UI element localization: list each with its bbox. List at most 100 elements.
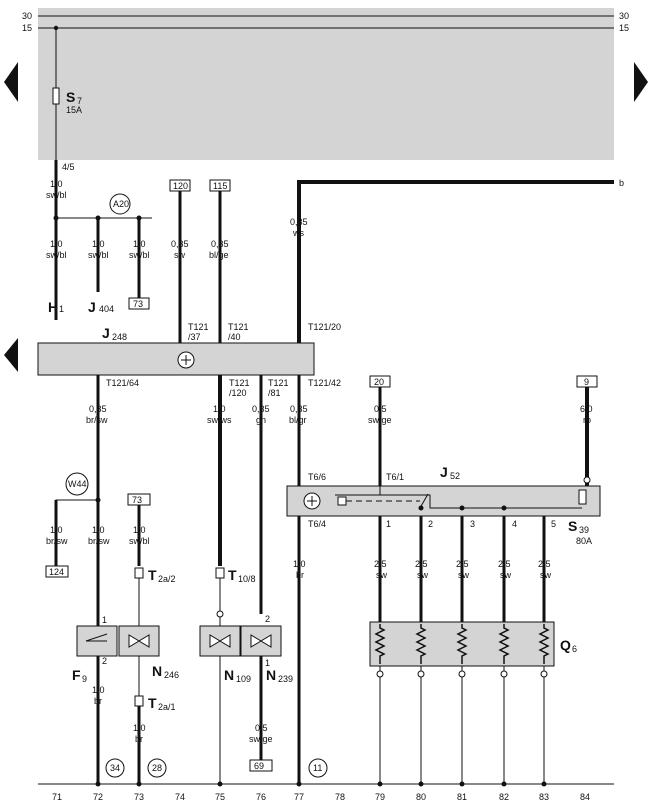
grid-78: 78 (335, 792, 345, 802)
prev-page-arrow-icon[interactable] (4, 62, 18, 102)
n246-conn1-sub: 2a/2 (158, 574, 176, 584)
j52-sub: 52 (450, 471, 460, 481)
grid-75: 75 (215, 792, 225, 802)
s39-name: S (568, 518, 577, 534)
grid-77: 77 (294, 792, 304, 802)
w120-color: sw (174, 250, 186, 260)
next-page-arrow-icon[interactable] (634, 62, 648, 102)
ref73-box: 73 (133, 299, 143, 309)
plug-3-pin: 3 (470, 519, 475, 529)
n239-size2: 0,5 (255, 723, 268, 733)
plug-3-size: 2,5 (456, 559, 469, 569)
top-wire-color: sw/bl (46, 190, 67, 200)
h1-sub: 1 (59, 304, 64, 314)
n246-conn2: T (148, 695, 157, 711)
f9-size2: 1,0 (92, 685, 105, 695)
t81-size: 0,35 (252, 404, 270, 414)
j404-size: 1,0 (92, 239, 105, 249)
t120-size: 1,0 (213, 404, 226, 414)
t42-size: 0,35 (290, 404, 308, 414)
grid-84: 84 (580, 792, 590, 802)
j248-continue-arrow-icon (4, 338, 18, 372)
f9-label: F (72, 667, 81, 683)
h1-size: 1,0 (50, 239, 63, 249)
w115-box: 115 (213, 181, 227, 191)
w44-color: br/sw (46, 536, 68, 546)
w44-size: 1,0 (50, 525, 63, 535)
plug-5-pin: 5 (551, 519, 556, 529)
j52-ref: 11 (313, 763, 322, 773)
splice-w44-label: W44 (68, 479, 87, 489)
rail-30-left: 30 (22, 11, 32, 21)
grid-83: 83 (539, 792, 549, 802)
splice-w44 (65, 472, 89, 496)
plug-3: 3 2,5 sw (456, 516, 475, 622)
t120-color: sw/ws (207, 415, 232, 425)
ws-pin: T121/20 (308, 322, 341, 332)
n239-pin1: 1 (265, 658, 270, 668)
j404-sub: 404 (99, 304, 114, 314)
j404-color: sw/bl (88, 250, 109, 260)
plug-1-pin: 1 (386, 519, 391, 529)
f9-pin2: 2 (102, 656, 107, 666)
n246-color2: br (135, 734, 143, 744)
fuse-panel (38, 8, 614, 160)
plug-1-size: 2,5 (374, 559, 387, 569)
w115-color: bl/ge (209, 250, 229, 260)
plug-2: 2 2,5 sw (415, 516, 433, 622)
grid-72: 72 (93, 792, 103, 802)
fuse-s39-icon (578, 489, 587, 505)
s39-sub: 39 (579, 525, 589, 535)
w120-pin2: /37 (188, 332, 201, 342)
grid-numbers: 71 72 73 74 75 76 77 78 79 80 81 82 83 8… (52, 792, 590, 802)
rail-15-right: 15 (619, 23, 629, 33)
w20-pin: T6/1 (386, 472, 404, 482)
n246-label: N (152, 663, 162, 679)
f9-size: 1,0 (92, 525, 105, 535)
n246-conn2-sub: 2a/1 (158, 702, 176, 712)
j52-pin-out: T6/4 (308, 519, 326, 529)
n239-box: 69 (254, 761, 264, 771)
n246-sub: 246 (164, 670, 179, 680)
n239-pin2: 2 (265, 614, 270, 624)
grid-82: 82 (499, 792, 509, 802)
n246-conn1: T (148, 567, 157, 583)
ws-color: ws (292, 228, 304, 238)
module-j52 (286, 485, 601, 517)
module-j248 (37, 342, 315, 376)
t81-color: gn (256, 415, 266, 425)
n246-ref: 28 (152, 763, 162, 773)
f9-ref: 34 (110, 763, 120, 773)
j248-label: J (102, 325, 110, 341)
n239-color2: sw/ge (249, 734, 273, 744)
n239-label: N (266, 667, 276, 683)
plug-4-size: 2,5 (498, 559, 511, 569)
j52-label: J (440, 464, 448, 480)
splice-a20-label: A20 (113, 199, 129, 209)
fuse-s7-name: S (66, 89, 75, 105)
ref73-size: 1,0 (133, 239, 146, 249)
w20-box: 20 (374, 377, 384, 387)
t81-pin2: /81 (268, 388, 281, 398)
label-b: b (619, 178, 624, 188)
j52-out-color: br (296, 570, 304, 580)
f9-pin1: 1 (102, 615, 107, 625)
t120-pin2: /120 (229, 388, 247, 398)
t120-pin: T121 (229, 378, 250, 388)
w115-pin: T121 (228, 322, 249, 332)
f9-color: br/sw (88, 536, 110, 546)
w120-size: 0,35 (171, 239, 189, 249)
n239-sub: 239 (278, 674, 293, 684)
j404-label: J (88, 299, 96, 315)
w115-size: 0,35 (211, 239, 229, 249)
w20-color: sw/ge (368, 415, 392, 425)
grid-71: 71 (52, 792, 62, 802)
grid-81: 81 (457, 792, 467, 802)
plug-3-color: sw (458, 570, 470, 580)
n109-conn-sub: 10/8 (238, 574, 256, 584)
plug-1-color: sw (376, 570, 388, 580)
top-wire-size: 1,0 (50, 179, 63, 189)
s39-rating: 80A (576, 536, 592, 546)
q6-sub: 6 (572, 644, 577, 654)
